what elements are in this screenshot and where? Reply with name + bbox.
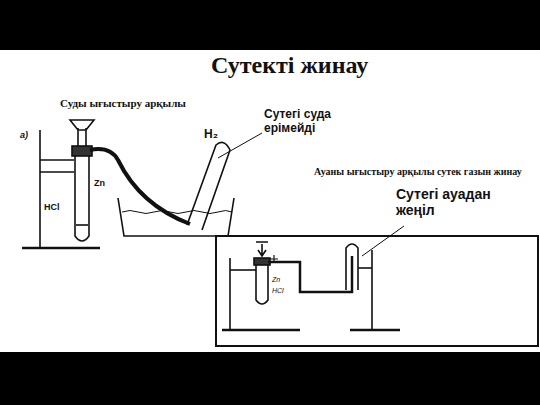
- stand-rod: [229, 258, 231, 330]
- reagent-label: HCl: [44, 202, 60, 212]
- gas-label: H₂: [204, 128, 218, 142]
- method-heading: Суды ығыстыру арқылы: [60, 97, 186, 110]
- reagent-label: HCl: [272, 287, 284, 295]
- stand-base: [350, 329, 400, 332]
- tap: [270, 255, 278, 263]
- stand-rod: [39, 130, 41, 248]
- test-tube: [256, 262, 268, 304]
- gas-hose: [268, 256, 352, 292]
- leader-line: [218, 133, 262, 158]
- reagent-label: Zn: [272, 276, 280, 284]
- figure-frame: [216, 236, 538, 346]
- method-heading: Ауаны ығыстыру арқылы сутек газын жинау: [314, 166, 522, 178]
- test-tube: [75, 150, 89, 241]
- stopper: [72, 146, 92, 156]
- liquid-level: [76, 224, 88, 226]
- stand-rod: [371, 250, 373, 330]
- clamp: [230, 269, 256, 271]
- funnel-arrow: [256, 242, 268, 256]
- collecting-tube: [187, 142, 230, 230]
- clamp: [40, 171, 74, 173]
- bottom-band: [0, 352, 540, 405]
- stopper: [254, 258, 270, 265]
- clamp: [40, 159, 74, 161]
- figure-letter: а): [20, 130, 28, 140]
- trough: [118, 198, 234, 236]
- top-band: [0, 0, 540, 50]
- stand-base: [222, 329, 300, 332]
- collecting-tube: [346, 244, 358, 290]
- stand-base: [22, 247, 100, 250]
- callout-note: Сутегі ауадан жеңіл: [396, 186, 516, 218]
- funnel: [70, 120, 94, 146]
- reagent-label: Zn: [94, 178, 105, 188]
- callout-note: Сутегі суда ерімейді: [264, 108, 374, 136]
- leader-line: [362, 226, 404, 256]
- slide-title: Сутекті жинау: [211, 52, 368, 80]
- clamp: [358, 267, 372, 269]
- water-surface: [122, 211, 232, 214]
